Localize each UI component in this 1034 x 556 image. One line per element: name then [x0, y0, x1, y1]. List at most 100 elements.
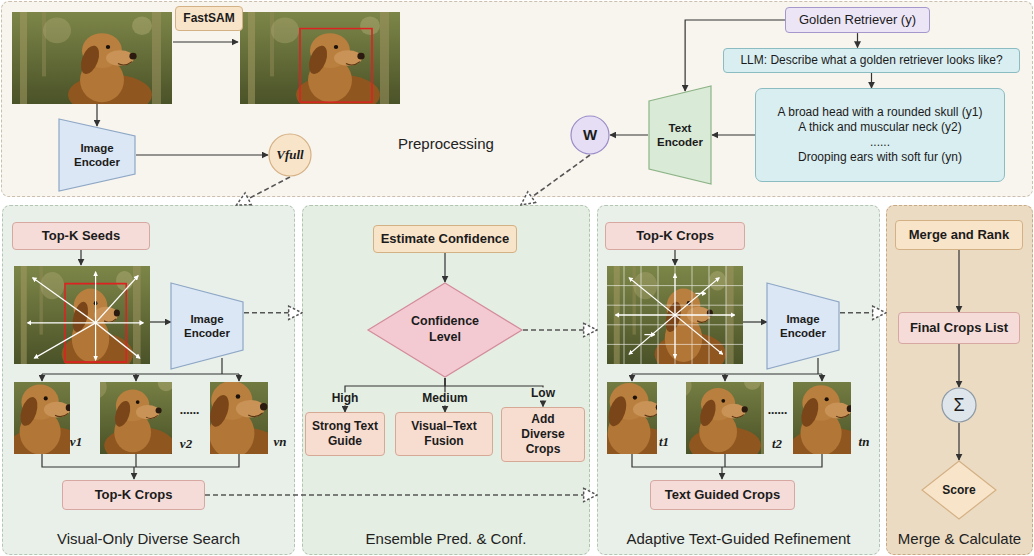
crop-label: t2 [772, 437, 782, 451]
flow-arrow [958, 423, 959, 460]
node-text: Golden Retriever (y) [799, 12, 916, 28]
panel-title: Visual-Only Diverse Search [57, 530, 240, 549]
crop-image [737, 364, 887, 469]
crop-label: ...... [180, 403, 200, 417]
node-text: Image Encoder [62, 141, 132, 170]
flow-arrow [444, 253, 445, 282]
decision-diamond: Confidence Level [367, 282, 523, 378]
panel-title: Preprocessing [398, 135, 494, 154]
flow-arrow [857, 33, 858, 47]
process-box: Top-K Crops [62, 480, 205, 510]
feature-circle: Vfull [268, 133, 312, 177]
node-text: Score [942, 483, 975, 498]
trapL-outline [58, 118, 136, 192]
flow-arrow [958, 250, 959, 312]
grid-search-photo [607, 266, 743, 376]
node-text: Text Encoder [652, 121, 708, 150]
class-box: Golden Retriever (y) [785, 7, 930, 33]
node-text: Estimate Confidence [381, 231, 510, 247]
crop-label: ...... [768, 403, 788, 417]
process-box: Final Crops List [898, 312, 1020, 344]
process-box: Strong Text Guide [305, 412, 385, 456]
node-text: A broad head with a rounded skull (y1) [778, 105, 983, 120]
crop-label: v1 [70, 435, 82, 449]
stage-arrow [523, 329, 597, 331]
node-text: LLM: Describe what a golden retriever lo… [740, 53, 1002, 68]
node-text: Text Guided Crops [665, 487, 780, 503]
crop-label: vn [274, 435, 287, 449]
encoder-trapezoid: Image Encoder [58, 118, 136, 192]
flow-arrow [871, 73, 872, 89]
crop-label: tn [859, 435, 870, 449]
stage-arrow [244, 312, 302, 314]
process-box: Top-K Seeds [12, 222, 150, 250]
node-text: Top-K Seeds [42, 228, 121, 244]
process-box: Merge and Rank [895, 220, 1023, 250]
crop-image [542, 361, 698, 470]
stage-panel: Top-K SeedsImage EncoderTop-K CropsVisua… [2, 205, 295, 555]
crop-image [641, 368, 778, 464]
node-text: FastSAM [183, 11, 234, 26]
node-text: Strong Text Guide [312, 419, 378, 449]
node-text: Drooping ears with soft fur (yn) [798, 150, 962, 165]
panel-title: Ensemble Pred. & Conf. [366, 530, 527, 549]
process-box: Top-K Crops [605, 222, 745, 250]
description-box: A broad head with a rounded skull (y1)A … [755, 88, 1005, 182]
encoder-trapezoid: Image Encoder [170, 282, 244, 370]
node-text: Image Encoder [174, 312, 240, 341]
node-text: Image Encoder [770, 312, 836, 341]
stage-arrow [236, 177, 290, 205]
process-box: Add Diverse Crops [501, 407, 585, 462]
flow-arrow [136, 154, 268, 155]
seed-search-photo [14, 266, 150, 376]
edge-label: Low [529, 387, 557, 400]
node-text: Merge and Rank [909, 227, 1009, 243]
dog-photo [12, 12, 172, 115]
node-text: Top-K Crops [95, 487, 173, 503]
crop-label: t1 [659, 435, 669, 449]
stage-arrow [840, 312, 886, 314]
crop-image [0, 363, 105, 468]
trapL-outline [170, 282, 244, 370]
stage-panel: Top-K CropsImage EncoderText Guided Crop… [597, 205, 880, 555]
encoder-trapezoid: Image Encoder [766, 282, 840, 370]
panel-title: Adaptive Text-Guided Refinement [626, 530, 850, 549]
trapL-outline [766, 282, 840, 370]
process-box: Visual–Text Fusion [395, 412, 493, 456]
node-text: Visual–Text Fusion [402, 419, 486, 449]
node-text: Vfull [276, 147, 303, 163]
node-text: Σ [953, 394, 964, 417]
dog-photo-segmented [240, 12, 400, 115]
node-text: A thick and muscular neck (y2) [798, 120, 961, 135]
stage-arrow [521, 155, 590, 205]
encoder-trapezoid: Text Encoder [648, 85, 712, 185]
process-box: FastSAM [175, 6, 242, 31]
node-text: W [583, 126, 597, 145]
process-box: Text Guided Crops [650, 480, 795, 510]
stage-panel: Estimate ConfidenceConfidence LevelStron… [302, 205, 590, 555]
flow-line [42, 42, 822, 479]
trapR-outline [648, 85, 712, 185]
prompt-box: LLM: Describe what a golden retriever lo… [723, 48, 1020, 73]
sum-circle: Σ [941, 387, 977, 423]
node-text: Add Diverse Crops [508, 412, 578, 457]
edge-label: High [330, 392, 361, 405]
flow-arrow [610, 134, 648, 135]
node-text: Top-K Crops [636, 228, 714, 244]
output-diamond: Score [921, 460, 997, 520]
crop-image [57, 370, 191, 464]
flow-arrow [958, 344, 959, 387]
node-text: ...... [870, 135, 890, 150]
process-box: Estimate Confidence [373, 225, 518, 253]
panel-title: Merge & Calculate [898, 530, 1021, 549]
flow-arrow [712, 134, 755, 135]
edge-label: Medium [420, 392, 469, 405]
stage-arrow [205, 494, 597, 496]
node-text: Final Crops List [910, 320, 1008, 336]
weight-circle: W [570, 115, 610, 155]
node-text: Confidence Level [406, 314, 484, 345]
flow-arrow [685, 20, 785, 91]
crop-label: v2 [180, 437, 192, 451]
